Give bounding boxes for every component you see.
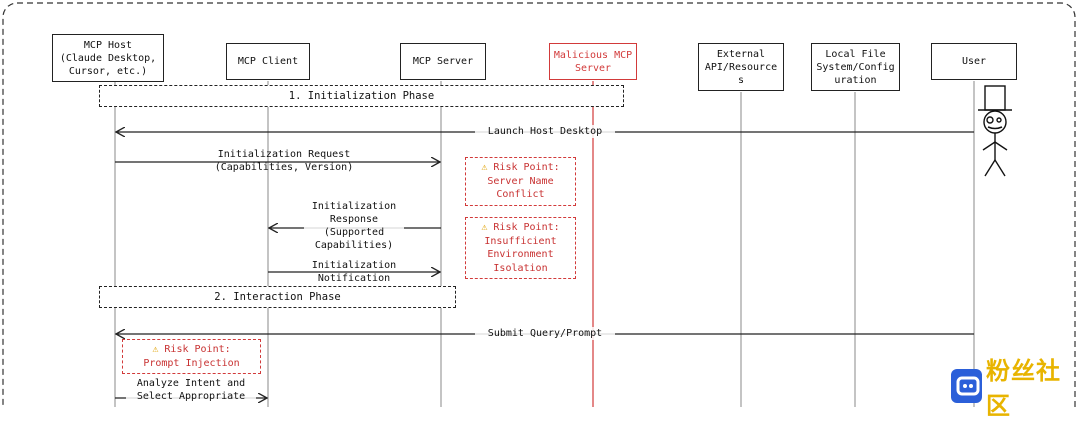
watermark: 粉丝社区 xyxy=(951,357,1077,420)
risk-prompt-injection: ⚠ Risk Point: Prompt Injection xyxy=(122,339,261,374)
risk-body: Prompt Injection xyxy=(143,357,240,369)
actor-external-api: External API/Resource s xyxy=(698,43,784,91)
warning-icon: ⚠ xyxy=(481,162,488,174)
phase-initialization: 1. Initialization Phase xyxy=(99,85,624,107)
risk-body: Insufficient Environment Isolation xyxy=(484,235,557,274)
risk-title: Risk Point: xyxy=(164,344,231,355)
actor-local-file-system: Local File System/Config uration xyxy=(811,43,900,91)
outer-frame xyxy=(2,2,1076,407)
phase-interaction: 2. Interaction Phase xyxy=(99,286,456,308)
msg-initialization-notification: Initialization Notification xyxy=(311,260,397,284)
risk-insufficient-isolation: ⚠ Risk Point: Insufficient Environment I… xyxy=(465,217,576,279)
msg-initialization-request: Initialization Request (Capabilities, Ve… xyxy=(214,149,354,173)
msg-initialization-response: Initialization Response (Supported Capab… xyxy=(304,200,404,252)
actor-mcp-client: MCP Client xyxy=(226,43,310,80)
risk-server-name-conflict: ⚠ Risk Point: Server Name Conflict xyxy=(465,157,576,206)
warning-icon: ⚠ xyxy=(481,222,488,233)
actor-mcp-host: MCP Host (Claude Desktop, Cursor, etc.) xyxy=(52,34,164,82)
actor-mcp-server: MCP Server xyxy=(400,43,486,80)
risk-title: Risk Point: xyxy=(493,222,560,233)
msg-analyze-intent: Analyze Intent and Select Appropriate xyxy=(126,377,256,403)
watermark-logo-icon xyxy=(951,369,982,403)
actor-malicious-mcp-server: Malicious MCP Server xyxy=(549,43,637,80)
risk-title: Risk Point: xyxy=(493,162,560,174)
user-figure-icon xyxy=(978,85,1012,177)
msg-launch-host-desktop: Launch Host Desktop xyxy=(475,125,615,138)
risk-body: Server Name Conflict xyxy=(487,175,554,201)
actor-user: User xyxy=(931,43,1017,80)
msg-submit-query-prompt: Submit Query/Prompt xyxy=(475,327,615,340)
watermark-text: 粉丝社区 xyxy=(985,357,1061,420)
warning-icon: ⚠ xyxy=(152,344,159,355)
